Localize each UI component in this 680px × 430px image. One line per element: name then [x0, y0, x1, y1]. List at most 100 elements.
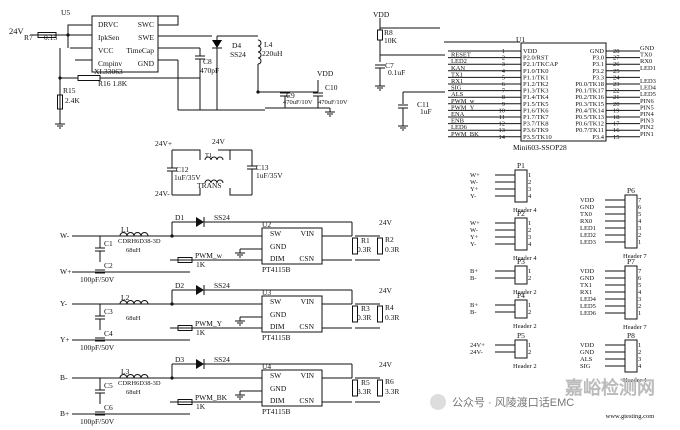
cout-ref: C4 — [104, 329, 113, 338]
header-body — [624, 339, 638, 373]
junction-dot — [170, 302, 174, 306]
inductor-coil — [119, 300, 149, 305]
junction-dot — [170, 234, 174, 238]
header-net: TX1 — [580, 282, 592, 289]
u1-left-num: 2 — [502, 55, 505, 62]
header-ref: P1 — [517, 161, 525, 170]
u1-right-num: 26 — [613, 61, 620, 68]
sense-r2-val: 0.3R — [385, 313, 399, 322]
u1-right-name: GND — [590, 48, 604, 55]
junction-dot — [256, 90, 260, 94]
u1-left-name: P3.7/TK8 — [523, 121, 548, 128]
cap-val: 100pF/50V — [80, 343, 115, 352]
driver-part: PT4115B — [262, 333, 290, 342]
t1-ref: T1 — [205, 152, 212, 159]
header-net: VDD — [580, 342, 594, 349]
header-name: Header 4 — [623, 377, 647, 384]
channel-output-net: W+ — [60, 267, 71, 276]
u1-left-name: P1.7/TK7 — [523, 114, 549, 121]
u1-right-net: LED4 — [640, 85, 657, 92]
sense-r2-ref: R4 — [385, 303, 394, 312]
u1-left-net: PWM_Y — [451, 104, 475, 111]
header-pin-num: 6 — [638, 275, 642, 282]
u1-right-num: 23 — [613, 81, 620, 88]
inductor-val: 68uH — [126, 389, 141, 396]
u1-left-num: 8 — [502, 94, 505, 101]
r15-ref: R15 — [63, 86, 76, 95]
header-net: 24V- — [470, 349, 483, 356]
channel-output-net: Y+ — [60, 335, 70, 344]
u1-part: Mini603-SSOP28 — [513, 143, 567, 152]
u1-left-name: P2.1/TKCAP — [523, 61, 558, 68]
u5-right-pin: TimeCap — [126, 46, 154, 55]
header-net: B+ — [470, 268, 478, 275]
pwm-resistor: 1K — [196, 260, 206, 269]
header-body — [514, 339, 528, 359]
u1-right-net: PIN2 — [640, 124, 654, 131]
u1-right-name: P0.1/TK17 — [575, 88, 604, 95]
u1-right-net: PIN6 — [640, 98, 654, 105]
resistor — [77, 75, 101, 81]
u1-right-num: 24 — [613, 74, 620, 81]
u1-right-num: 17 — [613, 121, 620, 128]
header-net: LED4 — [580, 296, 597, 303]
header-pin-num: 3 — [638, 225, 641, 232]
u1-left-net: SIG — [451, 85, 462, 92]
header-pin-num: 2 — [528, 309, 531, 316]
header-net: LED1 — [580, 225, 596, 232]
header-net: Y+ — [470, 234, 479, 241]
header-net: W+ — [470, 220, 480, 227]
inductor-coil — [119, 232, 149, 237]
pin-vin: VIN — [301, 371, 315, 380]
header-pin-num: 1 — [528, 220, 531, 227]
resistor — [177, 325, 193, 331]
u1-left-num: 6 — [502, 81, 506, 88]
watermark-brand: 嘉峪检测网 — [564, 377, 655, 398]
resistor — [57, 94, 63, 110]
u5-left-pin: DRVC — [98, 20, 118, 29]
u5-ref: U5 — [61, 8, 70, 17]
net-24v: 24V — [379, 218, 393, 227]
r8-ref: R8 — [384, 28, 393, 37]
header-pin-num: 3 — [638, 356, 641, 363]
resistor — [352, 305, 358, 323]
header-pin-num: 5 — [638, 211, 641, 218]
u1-right-net: PIN5 — [640, 104, 654, 111]
u1-left-net: TX1 — [451, 71, 463, 78]
header-pin-num: 3 — [528, 234, 531, 241]
u1-left-name: P1.3/TK3 — [523, 88, 548, 95]
u1-left-name: P3.6/TK9 — [523, 127, 548, 134]
resistor — [352, 237, 358, 255]
u1-left-num: 14 — [499, 134, 506, 141]
header-pin-num: 2 — [528, 275, 531, 282]
pin-vin: VIN — [301, 229, 315, 238]
pin-dim: DIM — [270, 254, 285, 263]
diode-symbol — [196, 217, 204, 227]
d4-ref: D4 — [232, 41, 241, 50]
r16: R16 1.8K — [98, 79, 128, 88]
u1-right-net: PIN3 — [640, 118, 654, 125]
u1-right-net: PIN1 — [640, 131, 654, 138]
inductor-coil — [204, 156, 224, 161]
resistor — [177, 257, 193, 263]
pin-sw: SW — [270, 297, 282, 306]
u1-right-net: LED5 — [640, 91, 656, 98]
u1-right-net: LED3 — [640, 78, 656, 85]
driver-part: PT4115B — [262, 265, 290, 274]
header-pin-num: 1 — [528, 302, 531, 309]
header-net: W- — [470, 227, 478, 234]
header-pin-num: 1 — [638, 310, 641, 317]
cout-ref: C6 — [104, 403, 113, 412]
u1-left-net: PWM_w — [451, 98, 475, 105]
header-net: LED5 — [580, 303, 596, 310]
u1-left-num: 11 — [499, 114, 505, 121]
resistor — [377, 237, 383, 255]
u1-right-name: P0.0/TK18 — [575, 81, 604, 88]
c8-val: 470pF — [200, 66, 219, 75]
header-ref: P8 — [627, 331, 635, 340]
u1-left-name: P1.4/TK4 — [523, 94, 549, 101]
pin-gnd: GND — [270, 242, 287, 251]
wire — [218, 149, 231, 160]
pwm-resistor: 1K — [196, 328, 206, 337]
u5-right-pin: GND — [138, 59, 155, 68]
